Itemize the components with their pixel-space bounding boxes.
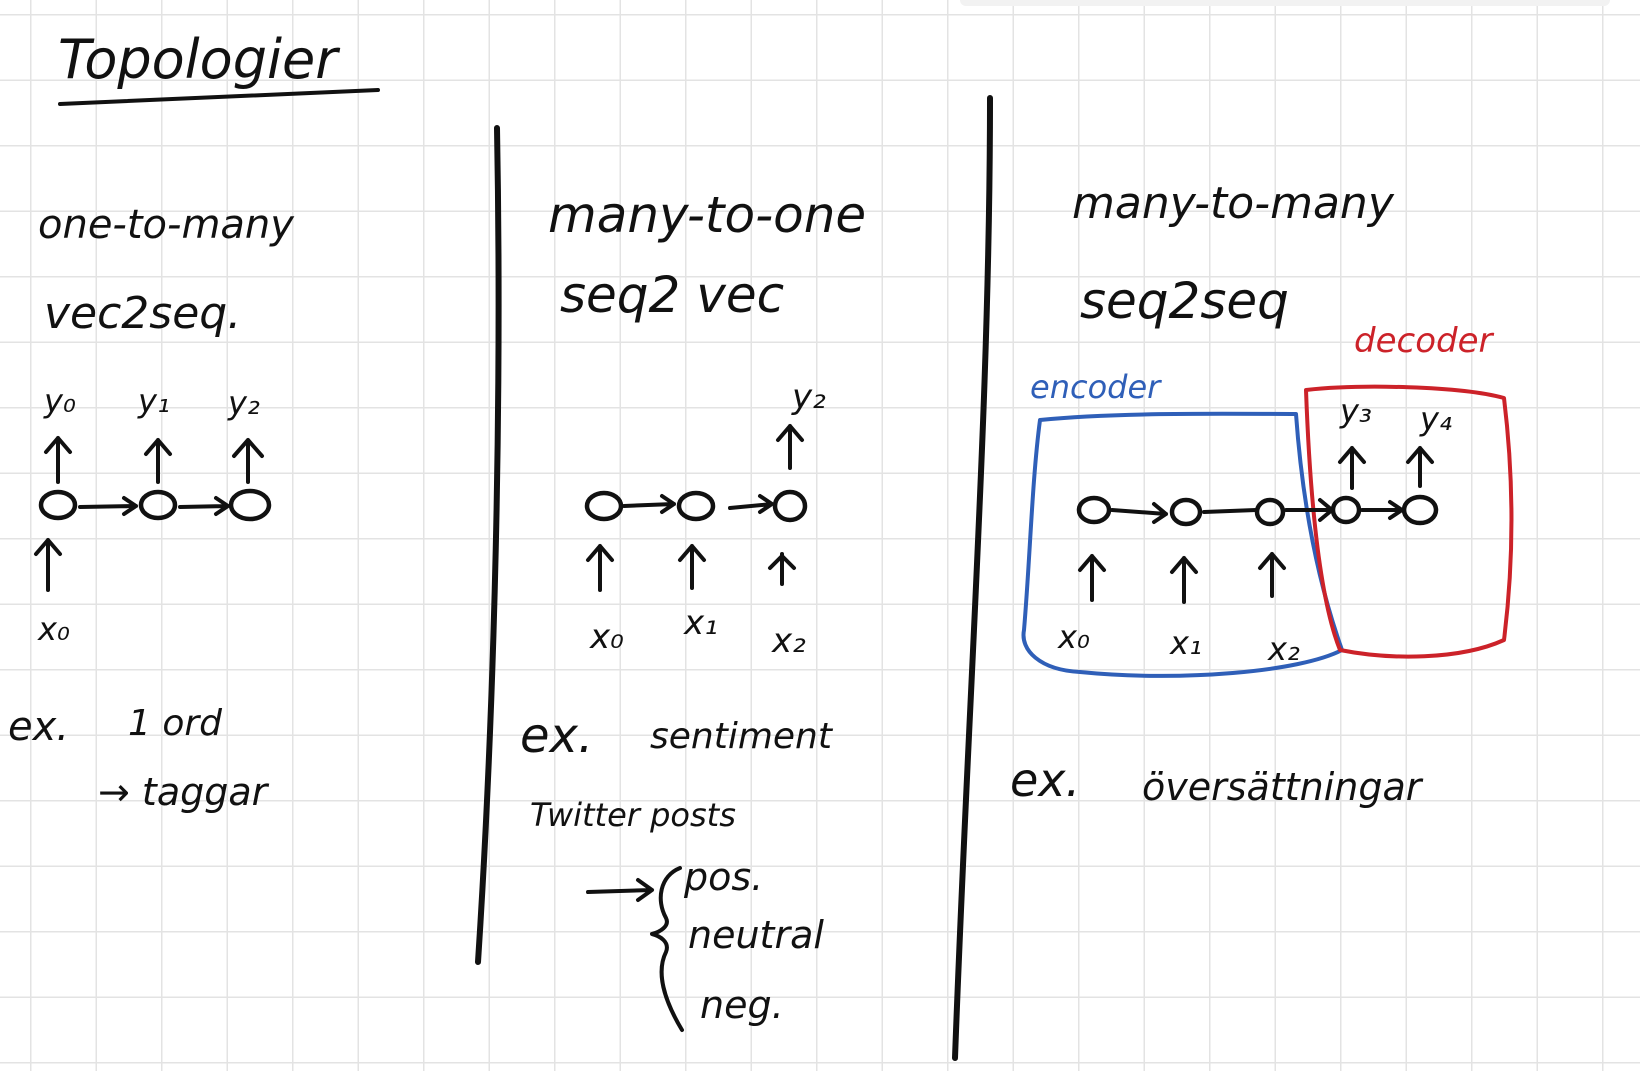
- col2-arrow-right-icon-0: [622, 494, 676, 514]
- col3-rnn-cell-4: [1401, 494, 1439, 526]
- col2-output-0: y₂: [791, 377, 826, 417]
- col2-input-2: x₂: [771, 621, 806, 661]
- col1-rnn-cell-0: [38, 489, 78, 521]
- col2-heading: many-to-one: [548, 186, 866, 244]
- col2-example-line-1: Twitter posts: [530, 796, 736, 834]
- col1-input-0: x₀: [37, 610, 70, 648]
- col1-example-prefix: ex.: [8, 704, 69, 750]
- title-underline: [58, 88, 380, 106]
- col2-class-1: neutral: [688, 913, 824, 957]
- col1-arrow-up-icon-1: [144, 438, 172, 484]
- col2-example-line-0: sentiment: [650, 716, 834, 757]
- col2-rnn-cell-2: [772, 489, 808, 523]
- col2-arrow-up-icon-input-2: [768, 552, 796, 586]
- col1-heading: one-to-many: [38, 202, 295, 248]
- col2-rnn-cell-0: [584, 490, 624, 522]
- divider-1: [475, 125, 502, 965]
- col2-input-1: x₁: [683, 603, 718, 643]
- column-one-to-many: one-to-many vec2seq. y₀ y₁ y₂ x₀ ex. 1 o…: [8, 202, 295, 814]
- col1-output-2: y₂: [227, 384, 260, 422]
- decoder-label: decoder: [1354, 321, 1494, 361]
- col1-subheading: vec2seq.: [44, 288, 241, 339]
- col1-arrow-right-icon-0: [78, 496, 138, 516]
- col3-arrow-right-icon-2: [1284, 498, 1334, 522]
- page-title: Topologier: [58, 28, 340, 91]
- col3-rnn-cell-0: [1076, 495, 1112, 525]
- col3-arrow-up-icon-output-1: [1406, 446, 1434, 488]
- col3-arrow-right-icon-0: [1110, 502, 1168, 524]
- col2-subheading: seq2 vec: [560, 266, 784, 324]
- col2-input-0: x₀: [589, 617, 624, 657]
- col3-rnn-cell-1: [1169, 497, 1203, 527]
- col3-subheading: seq2seq: [1080, 272, 1289, 330]
- col3-arrow-up-icon-input-1: [1170, 556, 1198, 604]
- col2-rnn-cell-1: [676, 490, 716, 522]
- col2-class-0: pos.: [683, 855, 763, 899]
- col3-arrow-right-icon-3: [1360, 500, 1404, 520]
- col3-link-1: [1202, 508, 1258, 514]
- col3-arrow-up-icon-input-0: [1078, 554, 1106, 602]
- col3-input-1: x₁: [1169, 624, 1202, 662]
- col2-class-2: neg.: [700, 983, 784, 1027]
- col3-rnn-cell-2: [1254, 497, 1286, 527]
- col1-output-1: y₁: [137, 382, 170, 420]
- col1-example-line-1: → taggar: [98, 770, 270, 814]
- window-top-edge: [960, 0, 1610, 6]
- divider-2: [952, 95, 993, 1061]
- col3-arrow-up-icon-output-0: [1338, 446, 1366, 490]
- encoder-box: [1021, 411, 1344, 678]
- col3-output-0: y₃: [1339, 392, 1372, 430]
- encoder-label: encoder: [1030, 368, 1162, 406]
- col2-arrow-right-icon-1: [728, 494, 774, 514]
- col1-arrow-up-icon-0: [44, 436, 72, 484]
- col1-arrow-right-icon-1: [178, 496, 230, 516]
- col3-example-prefix: ex.: [1010, 753, 1080, 807]
- col2-example-prefix: ex.: [520, 708, 593, 764]
- col3-input-0: x₀: [1057, 618, 1090, 656]
- col3-rnn-cell-3: [1330, 495, 1362, 525]
- col1-arrow-up-icon-2: [232, 438, 264, 484]
- col3-example-line-0: översättningar: [1142, 765, 1424, 809]
- col2-arrow-up-icon-input-0: [586, 544, 614, 592]
- col1-example-line-0: 1 ord: [128, 703, 223, 744]
- col3-output-1: y₄: [1419, 400, 1452, 438]
- col1-arrow-up-icon-input: [34, 538, 62, 592]
- col2-arrow-up-icon-output: [776, 424, 804, 470]
- column-many-to-many: many-to-many seq2seq encoder decoder y₃ …: [1010, 178, 1514, 809]
- col3-input-2: x₂: [1267, 630, 1300, 668]
- col3-heading: many-to-many: [1072, 178, 1395, 229]
- col1-rnn-cell-1: [138, 489, 178, 521]
- column-many-to-one: many-to-one seq2 vec y₂ x₀ x₁ x₂ ex. sen…: [520, 186, 866, 1032]
- col2-brace-icon: [650, 866, 684, 1032]
- col1-rnn-cell-2: [228, 488, 272, 522]
- col2-arrow-up-icon-input-1: [678, 544, 706, 590]
- col3-arrow-up-icon-input-2: [1258, 552, 1286, 598]
- col1-output-0: y₀: [43, 382, 76, 420]
- col2-arrow-right-icon-classes: [586, 878, 654, 902]
- decoder-box: [1304, 384, 1514, 659]
